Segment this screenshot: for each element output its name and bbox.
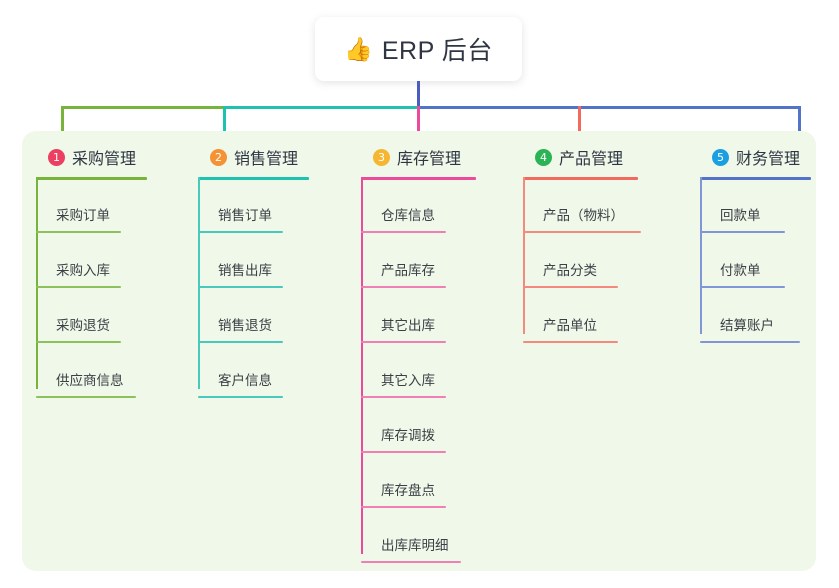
leaf-label-3-6[interactable]: 库存盘点 xyxy=(381,483,435,498)
drop-connector-2 xyxy=(223,106,226,146)
leaf-underline-2-3 xyxy=(198,341,283,343)
leaf-underline-2-2 xyxy=(198,286,283,288)
leaf-label-4-3[interactable]: 产品单位 xyxy=(543,318,597,333)
root-stem-connector xyxy=(417,81,420,106)
root-title: ERP 后台 xyxy=(381,37,493,65)
leaf-underline-3-7 xyxy=(361,561,461,563)
branch-header-4[interactable]: 4 产品管理 xyxy=(523,144,688,170)
content-panel xyxy=(22,131,816,571)
leaf-underline-4-1 xyxy=(523,231,641,233)
leaf-label-2-4[interactable]: 客户信息 xyxy=(218,373,272,388)
branch-column-4: 4 产品管理 产品（物料） 产品分类 产品单位 xyxy=(523,144,688,343)
branch-stem-2 xyxy=(198,177,200,389)
leaf-label-3-1[interactable]: 仓库信息 xyxy=(381,208,435,223)
leaf-label-1-1[interactable]: 采购订单 xyxy=(56,208,110,223)
branch-title-3: 库存管理 xyxy=(397,151,462,168)
drop-connector-5 xyxy=(798,106,801,146)
leaf-label-1-3[interactable]: 采购退货 xyxy=(56,318,110,333)
branch-badge-4: 4 xyxy=(535,148,552,166)
leaf-underline-5-1 xyxy=(700,231,785,233)
leaf-label-4-2[interactable]: 产品分类 xyxy=(543,263,597,278)
branch-badge-2: 2 xyxy=(210,148,227,166)
leaf-underline-1-2 xyxy=(36,286,121,288)
leaf-underline-3-5 xyxy=(361,451,446,453)
branch-badge-3: 3 xyxy=(373,148,390,166)
drop-connector-1 xyxy=(61,106,64,146)
leaf-label-4-1[interactable]: 产品（物料） xyxy=(543,208,624,223)
leaf-label-1-2[interactable]: 采购入库 xyxy=(56,263,110,278)
branch-underline-3 xyxy=(361,177,476,180)
drop-connector-4 xyxy=(578,106,581,146)
leaf-underline-1-3 xyxy=(36,341,121,343)
branch-header-5[interactable]: 5 财务管理 xyxy=(700,144,839,170)
branch-header-3[interactable]: 3 库存管理 xyxy=(361,144,521,170)
thumbs-up-icon: 👍 xyxy=(344,35,373,62)
branch-title-5: 财务管理 xyxy=(736,151,801,168)
leaf-underline-4-2 xyxy=(523,286,618,288)
branch-column-1: 1 采购管理 采购订单 采购入库 采购退货 供应商信息 xyxy=(36,144,186,398)
bus-segment-blue xyxy=(418,106,800,109)
leaf-underline-1-4 xyxy=(36,396,136,398)
leaf-label-2-2[interactable]: 销售出库 xyxy=(218,263,272,278)
leaf-label-3-4[interactable]: 其它入库 xyxy=(381,373,435,388)
branch-title-1: 采购管理 xyxy=(72,151,137,168)
leaf-label-3-3[interactable]: 其它出库 xyxy=(381,318,435,333)
leaf-label-1-4[interactable]: 供应商信息 xyxy=(56,373,124,388)
branch-stem-1 xyxy=(36,177,38,389)
branch-title-4: 产品管理 xyxy=(559,151,624,168)
branch-title-2: 销售管理 xyxy=(234,151,299,168)
branch-column-5: 5 财务管理 回款单 付款单 结算账户 xyxy=(700,144,839,343)
branch-underline-2 xyxy=(198,177,309,180)
leaf-underline-5-2 xyxy=(700,286,785,288)
branch-stem-5 xyxy=(700,177,702,334)
leaf-underline-5-3 xyxy=(700,341,800,343)
branch-stem-3 xyxy=(361,177,363,554)
bus-segment-teal xyxy=(224,106,418,109)
branch-header-1[interactable]: 1 采购管理 xyxy=(36,144,186,170)
branch-underline-5 xyxy=(700,177,811,180)
leaf-underline-3-3 xyxy=(361,341,446,343)
leaf-underline-1-1 xyxy=(36,231,121,233)
root-node-card[interactable]: 👍 ERP 后台 xyxy=(315,17,522,81)
branch-stem-4 xyxy=(523,177,525,334)
drop-connector-3 xyxy=(417,106,420,146)
leaf-label-3-7[interactable]: 出库库明细 xyxy=(381,538,449,553)
leaf-label-5-2[interactable]: 付款单 xyxy=(720,263,761,278)
leaf-label-2-3[interactable]: 销售退货 xyxy=(218,318,272,333)
branch-underline-4 xyxy=(523,177,638,180)
leaf-underline-4-3 xyxy=(523,341,618,343)
leaf-underline-3-2 xyxy=(361,286,446,288)
leaf-label-5-3[interactable]: 结算账户 xyxy=(720,318,774,333)
leaf-label-5-1[interactable]: 回款单 xyxy=(720,208,761,223)
leaf-label-3-2[interactable]: 产品库存 xyxy=(381,263,435,278)
leaf-underline-3-1 xyxy=(361,231,446,233)
branch-badge-5: 5 xyxy=(712,148,729,166)
leaf-underline-2-4 xyxy=(198,396,283,398)
leaf-underline-3-6 xyxy=(361,506,446,508)
branch-column-3: 3 库存管理 仓库信息 产品库存 其它出库 其它入库 库存调拨 库存盘点 出库库… xyxy=(361,144,521,563)
bus-segment-green xyxy=(61,106,224,109)
leaf-label-2-1[interactable]: 销售订单 xyxy=(218,208,272,223)
branch-badge-1: 1 xyxy=(48,148,65,166)
leaf-underline-2-1 xyxy=(198,231,283,233)
branch-underline-1 xyxy=(36,177,147,180)
leaf-label-3-5[interactable]: 库存调拨 xyxy=(381,428,435,443)
leaf-underline-3-4 xyxy=(361,396,446,398)
branch-header-2[interactable]: 2 销售管理 xyxy=(198,144,348,170)
branch-column-2: 2 销售管理 销售订单 销售出库 销售退货 客户信息 xyxy=(198,144,348,398)
